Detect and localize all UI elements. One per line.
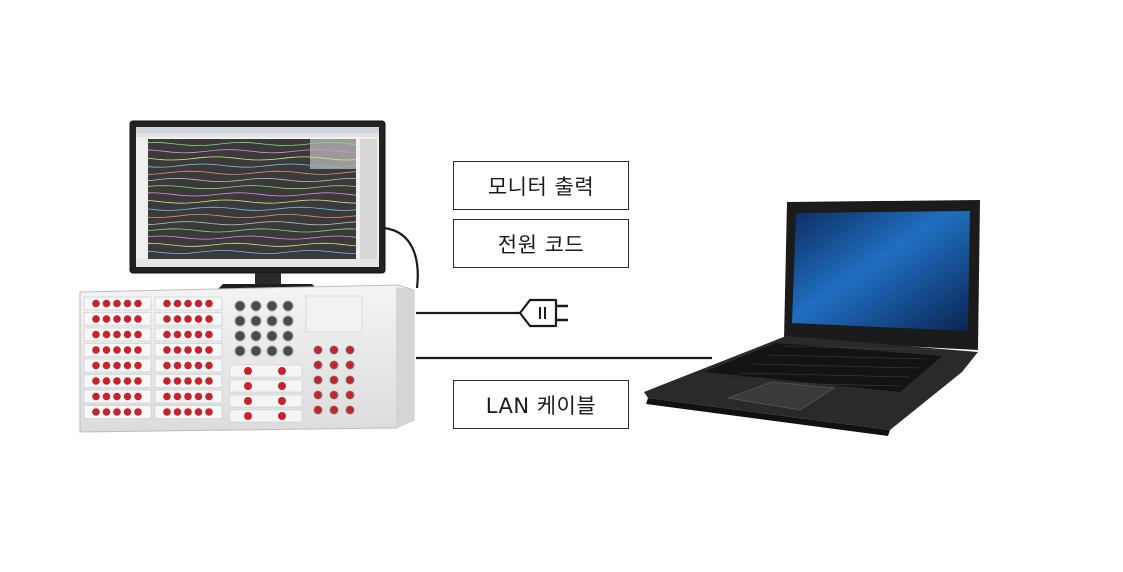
connector-icon <box>113 300 121 308</box>
connector-icon <box>134 300 142 308</box>
connector-icon <box>174 300 182 308</box>
connector-icon <box>124 408 132 416</box>
connector-icon <box>174 346 182 354</box>
connector-icon <box>205 377 213 385</box>
connector-icon <box>195 331 203 339</box>
power-plug-icon <box>520 300 568 326</box>
connector-icon <box>103 346 111 354</box>
connector-icon <box>113 362 121 370</box>
connector-icon <box>205 393 213 401</box>
connector-icon <box>92 331 100 339</box>
connector-icon <box>134 408 142 416</box>
monitor-cable <box>384 228 418 288</box>
connector-icon <box>174 315 182 323</box>
lan-cable-label: LAN 케이블 <box>453 380 629 429</box>
monitor-output-label: 모니터 출력 <box>453 161 629 210</box>
connector-icon <box>113 408 121 416</box>
connector-icon <box>174 362 182 370</box>
connector-icon <box>103 315 111 323</box>
connector-icon <box>163 300 171 308</box>
connector-icon <box>184 377 192 385</box>
connector-icon <box>134 315 142 323</box>
connector-icon <box>205 408 213 416</box>
connector-icon <box>92 362 100 370</box>
connector-icon <box>134 362 142 370</box>
connector-icon <box>163 362 171 370</box>
data-acquisition-chassis <box>80 285 414 432</box>
connector-icon <box>124 331 132 339</box>
connector-icon <box>205 346 213 354</box>
connector-icon <box>184 300 192 308</box>
monitor-stand-neck <box>255 273 281 285</box>
connector-icon <box>163 408 171 416</box>
connector-icon <box>184 362 192 370</box>
connector-icon <box>195 393 203 401</box>
connector-icon <box>113 331 121 339</box>
connector-icon <box>103 377 111 385</box>
laptop-screen <box>792 211 970 331</box>
connector-icon <box>113 393 121 401</box>
connector-icon <box>174 331 182 339</box>
connector-icon <box>184 408 192 416</box>
connector-icon <box>124 393 132 401</box>
connector-icon <box>134 331 142 339</box>
connector-icon <box>124 377 132 385</box>
connector-icon <box>205 362 213 370</box>
connector-icon <box>103 331 111 339</box>
connector-icon <box>103 362 111 370</box>
connector-icon <box>205 300 213 308</box>
connector-icon <box>174 377 182 385</box>
connector-icon <box>92 377 100 385</box>
connector-icon <box>184 346 192 354</box>
connector-icon <box>134 346 142 354</box>
connector-icon <box>134 393 142 401</box>
connector-icon <box>195 362 203 370</box>
connector-icon <box>124 362 132 370</box>
connector-icon <box>184 331 192 339</box>
connector-icon <box>174 408 182 416</box>
connector-icon <box>163 315 171 323</box>
connector-icon <box>124 315 132 323</box>
connector-icon <box>103 408 111 416</box>
connector-icon <box>103 393 111 401</box>
connector-icon <box>163 346 171 354</box>
connector-icon <box>195 377 203 385</box>
connector-icon <box>205 315 213 323</box>
connector-icon <box>195 300 203 308</box>
connector-icon <box>163 377 171 385</box>
connector-icon <box>113 377 121 385</box>
connector-icon <box>184 393 192 401</box>
connector-icon <box>103 300 111 308</box>
connector-icon <box>113 315 121 323</box>
connector-icon <box>92 346 100 354</box>
connector-icon <box>195 408 203 416</box>
connector-icon <box>134 377 142 385</box>
connector-icon <box>113 346 121 354</box>
connector-icon <box>92 300 100 308</box>
laptop <box>644 200 980 436</box>
connector-icon <box>174 393 182 401</box>
connector-icon <box>184 315 192 323</box>
connector-icon <box>92 408 100 416</box>
desktop-monitor <box>130 121 385 292</box>
connector-icon <box>92 315 100 323</box>
power-cord-label: 전원 코드 <box>453 219 629 268</box>
connector-icon <box>205 331 213 339</box>
connector-icon <box>124 346 132 354</box>
connector-icon <box>92 393 100 401</box>
connector-icon <box>163 393 171 401</box>
connector-icon <box>124 300 132 308</box>
connector-icon <box>195 346 203 354</box>
connector-icon <box>163 331 171 339</box>
connector-icon <box>195 315 203 323</box>
